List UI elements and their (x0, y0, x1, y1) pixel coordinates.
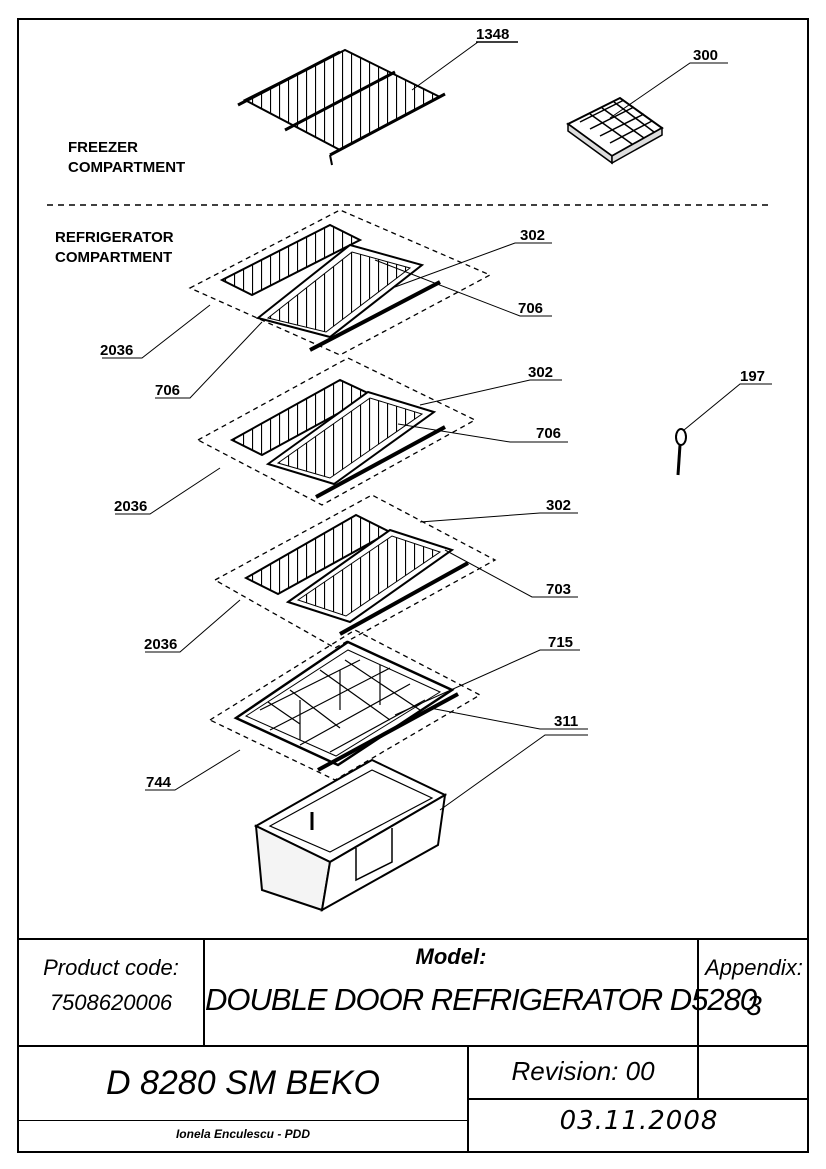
drawing-frame (17, 18, 809, 1153)
crisper-glass-cover (208, 629, 482, 781)
callout-302-b: 302 (528, 364, 553, 381)
freezer-wire-shelf (237, 48, 446, 166)
appendix-value: 3 (746, 990, 762, 1021)
callout-715: 715 (548, 634, 573, 651)
revision: Revision: 00 (511, 1056, 655, 1086)
callout-706-c: 706 (155, 382, 180, 399)
egg-spoon (675, 428, 687, 476)
model-value: DOUBLE DOOR REFRIGERATOR D5280 (205, 982, 757, 1017)
appendix-label: Appendix: (705, 955, 803, 980)
callout-300: 300 (693, 47, 718, 64)
callout-302-a: 302 (520, 227, 545, 244)
callout-2036-a: 2036 (100, 342, 133, 359)
refrigerator-section-label: REFRIGERATOR COMPARTMENT (55, 229, 174, 266)
ice-tray (566, 96, 664, 165)
callout-2036-b: 2036 (114, 498, 147, 515)
callout-197: 197 (740, 368, 765, 385)
callout-703: 703 (546, 581, 571, 598)
revision-date: 03.11.2008 (559, 1106, 719, 1136)
shelf-assembly-3 (213, 494, 497, 649)
callout-706-a: 706 (518, 300, 543, 317)
model-label: Model: (415, 944, 487, 969)
leader-lines (102, 41, 772, 811)
author: Ionela Enculescu - PDD (175, 1127, 311, 1141)
refrigerator-label-line1: REFRIGERATOR (55, 229, 174, 246)
crisper-drawer (253, 758, 448, 912)
product-code-label: Product code: (43, 955, 179, 980)
callout-744: 744 (146, 774, 172, 791)
refrigerator-label-line2: COMPARTMENT (55, 249, 172, 266)
callout-labels: 1348 300 302 706 302 706 302 703 715 311… (100, 26, 765, 791)
callout-1348: 1348 (476, 26, 509, 43)
callout-2036-c: 2036 (144, 636, 177, 653)
product-code-value: 7508620006 (49, 990, 173, 1015)
shelf-assembly-1 (188, 209, 492, 356)
freezer-label-line2: COMPARTMENT (68, 159, 185, 176)
callout-311: 311 (554, 713, 578, 730)
product-name: D 8280 SM BEKO (105, 1064, 380, 1102)
freezer-section-label: FREEZER COMPARTMENT (68, 139, 185, 176)
shelf-assembly-2 (196, 357, 477, 506)
freezer-label-line1: FREEZER (68, 139, 138, 156)
callout-706-b: 706 (536, 425, 561, 442)
callout-302-c: 302 (546, 497, 571, 514)
